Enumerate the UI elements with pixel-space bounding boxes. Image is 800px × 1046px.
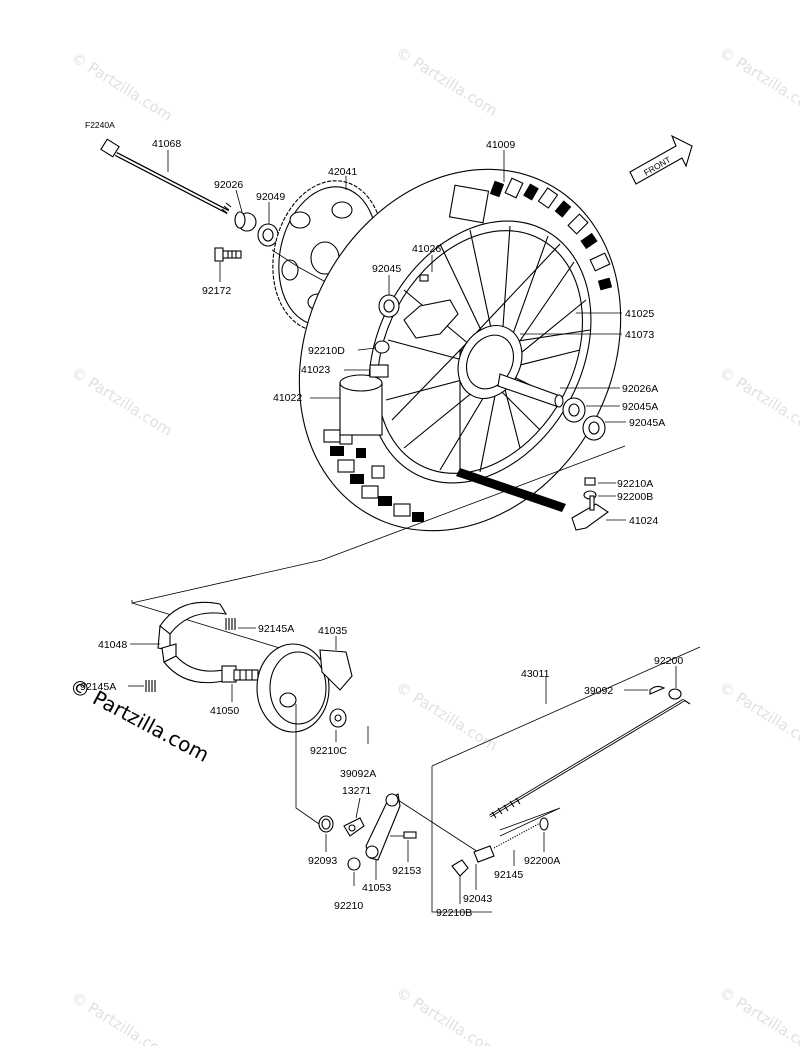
brake-shoes-41048[interactable] (157, 601, 233, 684)
watermark: © Partzilla.com (68, 48, 176, 125)
label-92210D[interactable]: 92210D (308, 345, 345, 357)
watermark: © Partzilla.com (716, 983, 800, 1046)
label-41048[interactable]: 41048 (98, 639, 127, 651)
label-41053[interactable]: 41053 (362, 882, 391, 894)
label-92045[interactable]: 92045 (372, 263, 401, 275)
label-92210C[interactable]: 92210C (310, 745, 347, 757)
label-92200[interactable]: 92200 (654, 655, 683, 667)
label-42041[interactable]: 42041 (328, 166, 357, 178)
collar-92026[interactable] (234, 211, 257, 232)
label-92145A-2[interactable]: 92145A (80, 681, 116, 693)
wing-nut-92210B[interactable] (451, 859, 469, 877)
watermark: © Partzilla.com (716, 43, 800, 120)
brake-cam-41050[interactable] (221, 665, 259, 683)
label-92045A-1[interactable]: 92045A (622, 401, 658, 413)
watermark: © Partzilla.com (68, 363, 176, 440)
label-92026A[interactable]: 92026A (622, 383, 658, 395)
nut-92210D[interactable] (374, 340, 390, 354)
watermark: © Partzilla.com (393, 983, 501, 1046)
label-41073[interactable]: 41073 (625, 329, 654, 341)
ring-92093[interactable] (318, 815, 334, 833)
label-43011[interactable]: 43011 (521, 668, 550, 680)
tube-41022[interactable] (339, 364, 389, 436)
bolt-92172[interactable] (214, 247, 242, 262)
label-92145[interactable]: 92145 (494, 869, 523, 881)
label-92172[interactable]: 92172 (202, 285, 231, 297)
cotter-pin-39092[interactable] (649, 685, 666, 695)
label-41023[interactable]: 41023 (301, 364, 330, 376)
label-92093[interactable]: 92093 (308, 855, 337, 867)
rim-lock-41024[interactable] (571, 495, 609, 531)
bearing-92045[interactable] (378, 294, 400, 318)
label-41009[interactable]: 41009 (486, 139, 515, 151)
label-92200A[interactable]: 92200A (524, 855, 560, 867)
label-92049[interactable]: 92049 (256, 191, 285, 203)
bearing-92045A-1[interactable] (562, 397, 586, 423)
label-92210A[interactable]: 92210A (617, 478, 653, 490)
sprocket-flange-41073[interactable] (403, 299, 459, 339)
brake-rod-43011[interactable] (489, 698, 691, 819)
label-41050[interactable]: 41050 (210, 705, 239, 717)
brake-lever-41053[interactable] (365, 793, 401, 861)
joint-pin-92043[interactable] (473, 845, 495, 863)
label-92045A-2[interactable]: 92045A (629, 417, 665, 429)
watermark: © Partzilla.com (716, 678, 800, 755)
label-92026[interactable]: 92026 (214, 179, 243, 191)
watermark: © Partzilla.com (68, 988, 176, 1046)
seal-92049[interactable] (257, 223, 279, 247)
bearing-92045A-2[interactable] (582, 415, 606, 441)
label-41024[interactable]: 41024 (629, 515, 658, 527)
bolt-92153[interactable] (390, 831, 417, 839)
label-41068[interactable]: 41068 (152, 138, 181, 150)
watermark: © Partzilla.com (393, 678, 501, 755)
label-13271[interactable]: 13271 (342, 785, 371, 797)
axle-sleeve-92026A[interactable] (497, 373, 561, 407)
bolt-41026[interactable] (419, 274, 429, 282)
label-39092[interactable]: 39092 (584, 685, 613, 697)
tire-tread (323, 177, 613, 522)
plate-13271[interactable] (343, 817, 365, 837)
label-92200B[interactable]: 92200B (617, 491, 653, 503)
nut-92210C[interactable] (329, 708, 347, 728)
washer-92200[interactable] (668, 688, 682, 700)
watermark: © Partzilla.com (393, 43, 501, 120)
label-92210[interactable]: 92210 (334, 900, 363, 912)
brake-panel-41035[interactable] (256, 643, 353, 733)
diagram-code: F2240A (85, 120, 115, 130)
washer-92200A[interactable] (539, 817, 549, 831)
label-41022[interactable]: 41022 (273, 392, 302, 404)
nut-92210A[interactable] (584, 477, 596, 486)
spring-92145A-1[interactable] (225, 618, 236, 630)
nut-92210[interactable] (347, 857, 361, 871)
label-41026[interactable]: 41026 (412, 243, 441, 255)
label-92153[interactable]: 92153 (392, 865, 421, 877)
part-labels: 41068 92026 92049 42041 92172 41009 4102… (80, 138, 683, 919)
label-39092A[interactable]: 39092A (340, 768, 376, 780)
spring-92145A-2[interactable] (145, 680, 156, 692)
label-92043[interactable]: 92043 (463, 893, 492, 905)
label-92210B[interactable]: 92210B (436, 907, 472, 919)
rear-wheel-assembly[interactable] (238, 113, 683, 588)
label-41025[interactable]: 41025 (625, 308, 654, 320)
axle-41068[interactable] (100, 138, 232, 214)
watermark: © Partzilla.com (716, 363, 800, 440)
label-41035[interactable]: 41035 (318, 625, 347, 637)
label-92145A-1[interactable]: 92145A (258, 623, 294, 635)
front-arrow: FRONT (629, 134, 693, 185)
